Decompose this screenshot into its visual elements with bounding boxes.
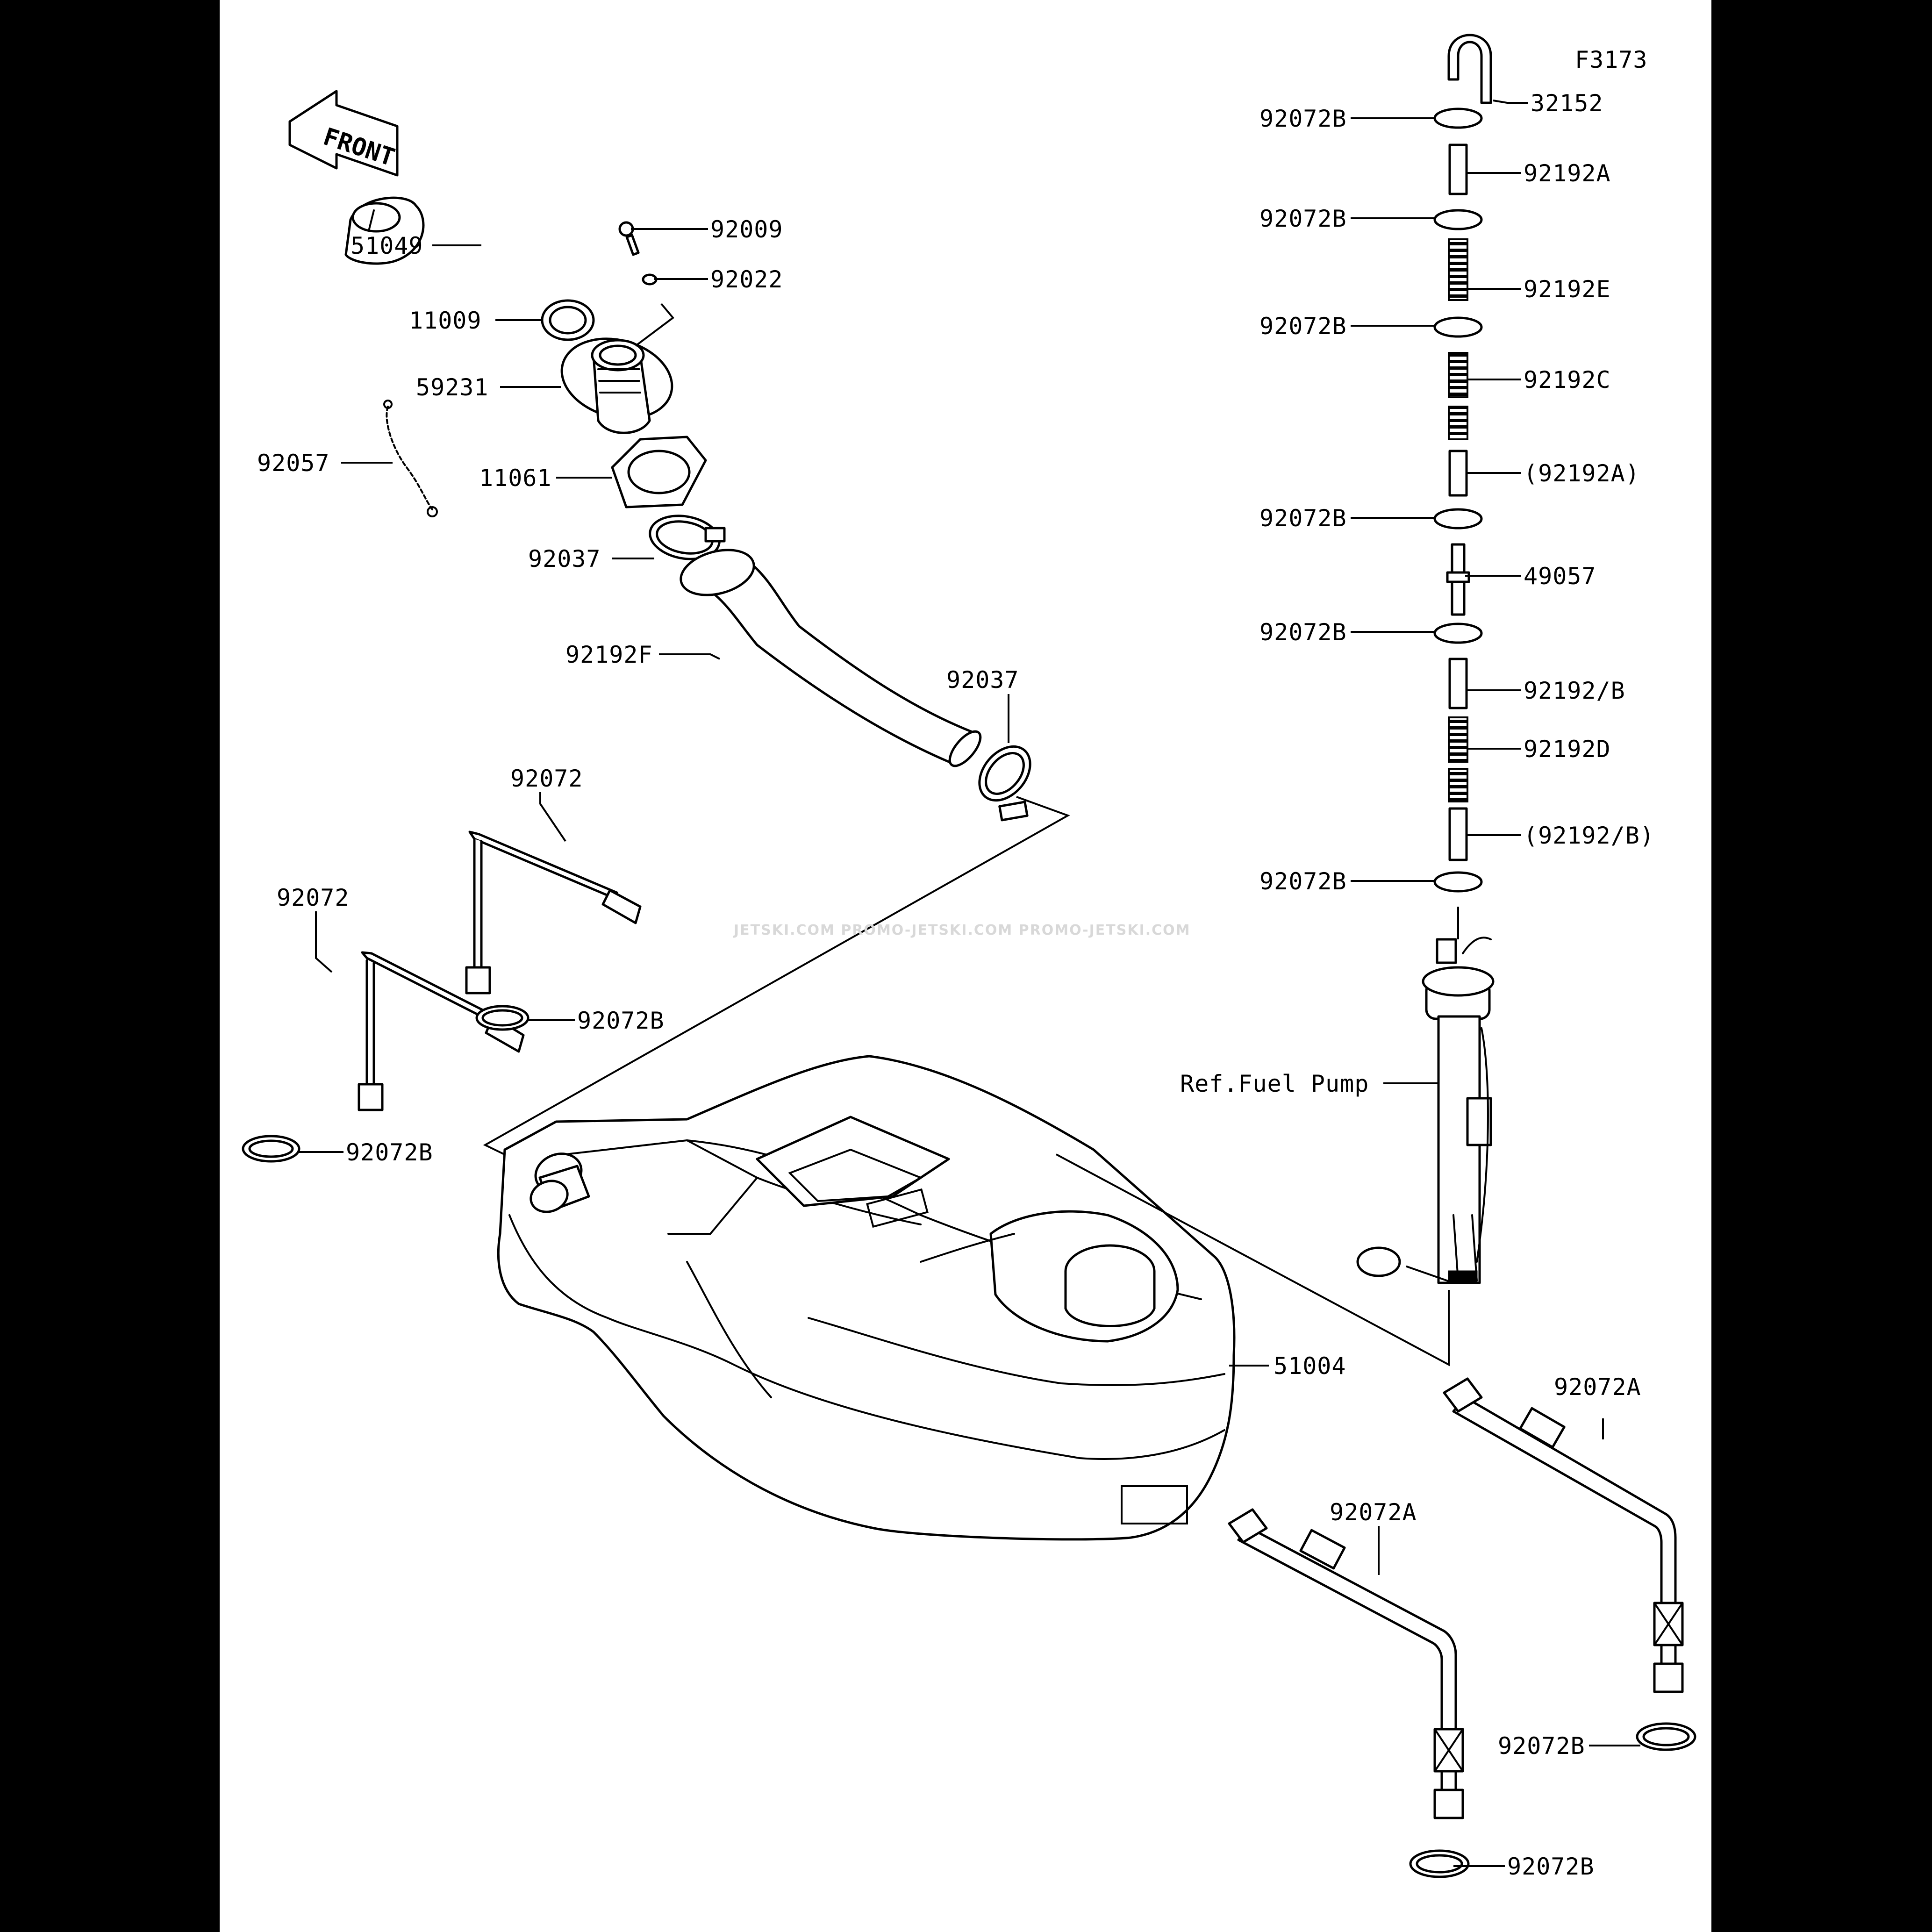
label-92072B-r1: 92072B <box>1259 105 1347 132</box>
label-92072A-lower: 92072A <box>1330 1499 1417 1526</box>
label-92072B-right2: 92072B <box>1507 1853 1595 1880</box>
clamp-92037-lower <box>978 745 1031 822</box>
label-92072B-left1: 92072B <box>577 1007 665 1034</box>
label-92072B-r3: 92072B <box>1259 313 1347 340</box>
leader-lines <box>299 100 1640 1867</box>
label-51049: 51049 <box>351 232 423 259</box>
pipe-92192A <box>1448 143 1468 195</box>
label-92057: 92057 <box>257 450 330 477</box>
label-92037-lower: 92037 <box>946 666 1019 694</box>
label-92072B-r5: 92072B <box>1259 619 1347 646</box>
label-92072A-upper: 92072A <box>1554 1374 1641 1401</box>
clip-r1 <box>1433 107 1483 129</box>
label-92192C: 92192C <box>1524 366 1611 394</box>
filler-neck-59231 <box>560 337 673 434</box>
clip-r5 <box>1433 623 1483 644</box>
bolt-92009 <box>618 221 640 256</box>
clip-r2 <box>1433 209 1483 230</box>
label-92022: 92022 <box>710 266 783 293</box>
label-92072B-r4: 92072B <box>1259 505 1347 532</box>
clip-r4 <box>1433 508 1483 530</box>
clamp-92037-upper <box>649 515 726 560</box>
label-92072B-r2: 92072B <box>1259 205 1347 232</box>
label-92192A-ref: (92192A) <box>1524 460 1640 487</box>
clip-92072B-left1 <box>475 1005 530 1031</box>
tether-92057 <box>383 400 438 517</box>
label-ref-fuel-pump: Ref.Fuel Pump <box>1180 1070 1369 1097</box>
label-92192B: 92192/B <box>1524 677 1625 704</box>
strap-92072A-lower <box>1228 1508 1464 1819</box>
gasket-11009 <box>541 299 595 341</box>
label-49057: 49057 <box>1524 563 1596 590</box>
assembly-line-pump <box>1056 1153 1450 1367</box>
label-92072-upper: 92072 <box>510 765 583 792</box>
label-92192E: 92192E <box>1524 276 1611 303</box>
label-92072B-r6: 92072B <box>1259 868 1347 895</box>
label-11061: 11061 <box>479 465 552 492</box>
clip-92072B-right1 <box>1636 1722 1696 1751</box>
label-92192D: 92192D <box>1524 736 1611 763</box>
diagram-sheet: FRONT <box>220 0 1711 1932</box>
hose-92192F <box>680 549 982 767</box>
label-32152: 32152 <box>1531 90 1603 117</box>
assembly-line-filler <box>483 796 1070 1162</box>
vent-hose-32152 <box>1447 34 1492 104</box>
label-92037-upper: 92037 <box>528 545 601 572</box>
fitting-49057 <box>1446 543 1470 616</box>
clip-r6 <box>1433 871 1483 893</box>
label-51004: 51004 <box>1274 1352 1346 1380</box>
hose-92192C <box>1448 352 1468 497</box>
clip-92072B-right2 <box>1409 1849 1470 1878</box>
label-92192A: 92192A <box>1524 160 1611 187</box>
label-92072-lower: 92072 <box>277 884 350 911</box>
bracket-92072-upper <box>465 830 642 995</box>
front-arrow: FRONT <box>288 90 399 177</box>
gasket-11061 <box>611 436 707 508</box>
label-92009: 92009 <box>710 216 783 243</box>
label-59231: 59231 <box>416 374 489 401</box>
parts-diagram: FRONT <box>242 34 1696 1880</box>
bracket-92072-lower <box>358 951 525 1111</box>
clip-92072B-left2 <box>242 1135 301 1163</box>
pipe-92192B <box>1448 658 1468 861</box>
part-labels: F3173 51049 92009 92022 11009 59231 9205… <box>257 46 1654 1880</box>
strap-92072A-upper <box>1443 1377 1684 1693</box>
diagram-code: F3173 <box>1575 46 1648 73</box>
label-92072B-left2: 92072B <box>346 1139 433 1166</box>
watermark: JETSKI.COM PROMO-JETSKI.COM PROMO-JETSKI… <box>733 922 1191 938</box>
hose-92192E <box>1448 238 1468 301</box>
fuel-tank-51004 <box>497 1055 1236 1541</box>
washer-92022 <box>642 273 658 286</box>
fuel-cap-51049 <box>344 196 425 265</box>
clip-r3 <box>1433 316 1483 338</box>
label-92192F: 92192F <box>565 641 653 668</box>
fuel-pump <box>1356 937 1495 1284</box>
label-92192B-ref: (92192/B) <box>1524 822 1654 849</box>
label-11009: 11009 <box>409 307 482 334</box>
label-92072B-right1: 92072B <box>1498 1732 1585 1760</box>
